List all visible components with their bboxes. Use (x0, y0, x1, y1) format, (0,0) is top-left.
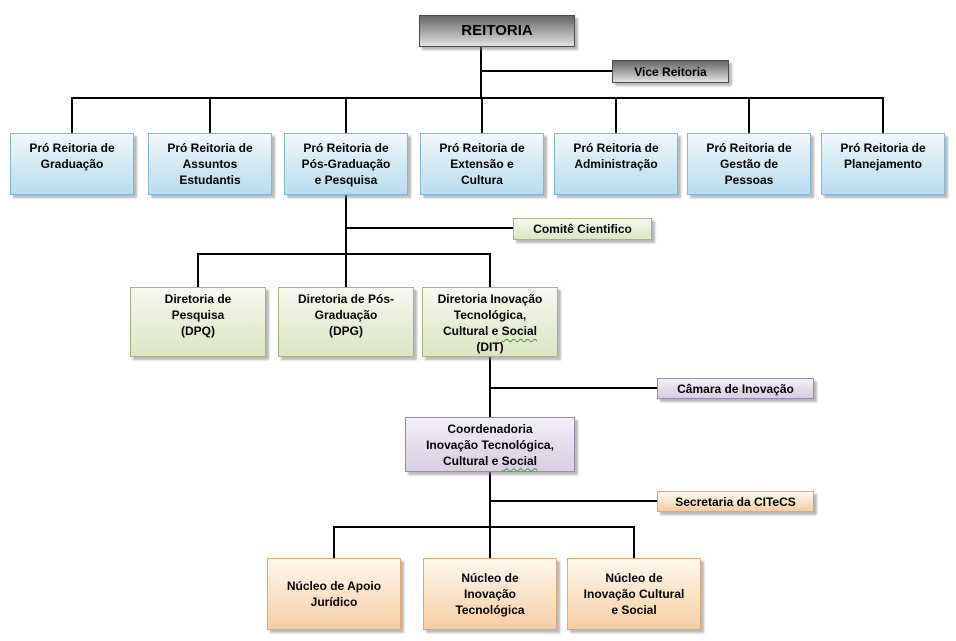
box-label-misspelled-word: Social (501, 324, 538, 338)
box-label-misspelled-word: Social (501, 453, 538, 468)
box-pro-reitoria-gestao-pessoas: Pró Reitoria de Gestão de Pessoas (687, 133, 811, 195)
box-label: Pró Reitoria de Assuntos Estudantis (167, 141, 253, 187)
box-label-line: (DIT) (476, 340, 504, 354)
box-diretoria-pos-graduacao-dpg: Diretoria de Pós- Graduação (DPG) (278, 287, 414, 357)
connector-drop-dpq (197, 255, 199, 287)
connector-nucleos-horizontal (333, 526, 635, 528)
connector-diretorias-horizontal (197, 253, 491, 255)
connector-posgrad-spine (345, 195, 347, 253)
box-pro-reitoria-assuntos-estudantis: Pró Reitoria de Assuntos Estudantis (148, 133, 272, 195)
connector-drop-graduacao (71, 99, 73, 133)
box-label: Pró Reitoria de Administração (573, 141, 659, 171)
secretaria-label: Secretaria da CITeCS (675, 494, 796, 509)
connector-level1-horizontal (71, 97, 884, 99)
connector-coordenadoria-spine (489, 472, 491, 558)
comite-label: Comitê Cientifico (533, 222, 632, 236)
box-label: Diretoria de Pesquisa (DPQ) (164, 292, 232, 338)
box-label-line: Coordenadoria (447, 421, 533, 436)
box-vice-reitoria: Vice Reitoria (612, 60, 729, 83)
box-nucleo-apoio-juridico: Núcleo de Apoio Jurídico (267, 558, 401, 630)
box-label: Núcleo de Inovação Cultural e Social (583, 571, 685, 617)
reitoria-label: REITORIA (461, 22, 533, 39)
connector-camara-branch (490, 387, 657, 389)
connector-drop-dit (489, 255, 491, 287)
box-label: Pró Reitoria de Pós-Graduação e Pesquisa (301, 141, 391, 187)
box-label: Diretoria de Pós- Graduação (DPG) (297, 292, 395, 338)
connector-secretaria-branch (490, 500, 657, 502)
box-camara-inovacao: Câmara de Inovação (657, 378, 814, 399)
connector-drop-extensao (481, 99, 483, 133)
connector-drop-assuntos (209, 99, 211, 133)
box-pro-reitoria-administracao: Pró Reitoria de Administração (554, 133, 678, 195)
vice-reitoria-label: Vice Reitoria (634, 64, 707, 79)
box-label-line: Cultural e Social (443, 323, 537, 339)
box-reitoria: REITORIA (419, 15, 575, 47)
box-secretaria-citecs: Secretaria da CITeCS (657, 491, 814, 512)
connector-drop-nucleo-cultural (633, 528, 635, 558)
box-diretoria-inovacao-dit: Diretoria Inovação Tecnológica, Cultural… (422, 287, 558, 357)
box-label: Núcleo de Apoio Jurídico (286, 579, 382, 609)
box-label: Pró Reitoria de Gestão de Pessoas (706, 141, 792, 187)
box-label-text: Cultural e (442, 324, 502, 338)
box-pro-reitoria-extensao-cultura: Pró Reitoria de Extensão e Cultura (420, 133, 544, 195)
box-nucleo-inovacao-tecnologica: Núcleo de Inovação Tecnológica (423, 558, 557, 630)
connector-drop-administracao (615, 99, 617, 133)
box-label-line: Tecnológica, (453, 308, 527, 322)
camara-label: Câmara de Inovação (677, 381, 794, 396)
box-diretoria-pesquisa-dpq: Diretoria de Pesquisa (DPQ) (130, 287, 266, 357)
connector-root-spine (480, 47, 482, 99)
connector-vice-branch (481, 70, 612, 72)
connector-comite-branch (346, 227, 513, 229)
box-pro-reitoria-graduacao: Pró Reitoria de Graduação (10, 133, 134, 195)
connector-drop-dpg (345, 255, 347, 287)
box-label-line: Inovação Tecnológica, (426, 437, 554, 452)
box-label: Núcleo de Inovação Tecnológica (455, 571, 525, 617)
box-label-line: Diretoria Inovação (437, 292, 543, 306)
box-label: Pró Reitoria de Graduação (29, 141, 115, 171)
connector-drop-nucleo-juridico (333, 528, 335, 558)
box-pro-reitoria-planejamento: Pró Reitoria de Planejamento (821, 133, 945, 195)
box-nucleo-inovacao-cultural-social: Núcleo de Inovação Cultural e Social (567, 558, 701, 630)
connector-drop-posgrad (345, 99, 347, 133)
box-label: Pró Reitoria de Planejamento (840, 141, 926, 171)
box-label: Pró Reitoria de Extensão e Cultura (439, 141, 525, 187)
box-pro-reitoria-pos-graduacao-pesquisa: Pró Reitoria de Pós-Graduação e Pesquisa (284, 133, 408, 195)
connector-drop-planejamento (882, 99, 884, 133)
box-comite-cientifico: Comitê Cientifico (513, 218, 652, 240)
box-label-text: Cultural e (442, 453, 502, 468)
connector-drop-gestao (748, 99, 750, 133)
box-label-line: Cultural e Social (443, 453, 537, 469)
box-coordenadoria-citecs: Coordenadoria Inovação Tecnológica, Cult… (405, 417, 575, 472)
